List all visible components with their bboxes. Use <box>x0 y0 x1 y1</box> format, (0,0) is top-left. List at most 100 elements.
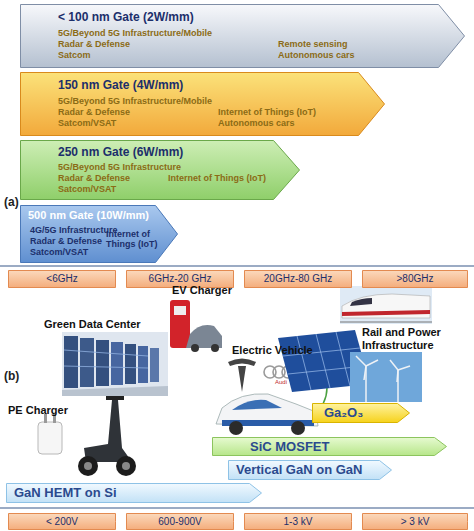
wind-turbine-photo-part <box>356 356 366 366</box>
wind-turbine-photo-part <box>350 352 422 402</box>
figure-label: Rail and Power Infrastructure <box>362 326 457 351</box>
car-photo-part <box>291 421 305 435</box>
ev-charger-photo-part <box>191 344 199 352</box>
scooter-photo-part <box>78 456 98 476</box>
range-box: < 200V <box>8 513 116 530</box>
application-label: Satcom/VSAT <box>58 184 116 194</box>
shape-fill <box>363 271 468 288</box>
scooter-photo-part <box>106 396 124 400</box>
application-label: Remote sensing <box>278 39 348 49</box>
band-heading: < 100 nm Gate (2W/mm) <box>58 11 194 25</box>
data-center-photo-part <box>111 342 123 385</box>
scooter-photo-part <box>84 400 132 462</box>
band-heading: 150 nm Gate (4W/mm) <box>58 79 183 93</box>
car-photo-part <box>216 394 318 426</box>
technology-label: SiC MOSFET <box>250 437 329 456</box>
axis-line <box>0 507 474 509</box>
tesla-logo-part <box>228 359 256 367</box>
shape-fill <box>21 206 178 263</box>
shape-fill <box>21 141 300 200</box>
figure-label: (b) <box>4 370 19 384</box>
technology-bar: Ga₂O₃ <box>312 403 410 423</box>
scooter-photo-part <box>116 456 136 476</box>
data-center-photo-part <box>125 344 136 384</box>
range-label: 20GHz-80 GHz <box>244 270 352 288</box>
wind-turbine-photo-part <box>397 370 399 402</box>
application-label: Autonomous cars <box>218 118 295 128</box>
shape-fill <box>229 461 392 480</box>
range-box: 1-3 kV <box>244 513 352 530</box>
shape-fill <box>363 514 468 530</box>
wind-turbine-photo-part <box>364 366 366 380</box>
range-label: 1-3 kV <box>244 513 352 530</box>
gate-band: 500 nm Gate (10W/mm) 4G/5G Infrastructure… <box>20 205 178 263</box>
shape-fill <box>7 484 262 503</box>
wind-turbine-photo-part <box>398 366 410 370</box>
shape-fill <box>245 271 352 288</box>
train-photo <box>340 286 432 324</box>
application-label: 5G/Beyond 5G Infrastructure/Mobile <box>58 96 212 106</box>
application-label: Satcom <box>58 50 91 60</box>
technology-label: GaN HEMT on Si <box>14 483 117 503</box>
car-photo-part <box>232 400 282 410</box>
range-label: > 3 kV <box>362 513 468 530</box>
application-label: Radar & Defense <box>58 39 130 49</box>
train-photo-part <box>340 322 432 323</box>
range-label: 600-900V <box>126 513 234 530</box>
gate-band: 250 nm Gate (6W/mm)5G/Beyond 5G Infrastr… <box>20 140 300 200</box>
range-label: >80GHz <box>362 270 468 288</box>
gate-band: 150 nm Gate (4W/mm) 5G/Beyond 5G Infrastr… <box>20 72 385 136</box>
figure-label: EV Charger <box>172 284 232 297</box>
data-center-photo-part <box>62 332 168 396</box>
application-label: 5G/Beyond 5G Infrastructure/Mobile <box>58 28 212 38</box>
data-center-photo-part <box>96 340 109 386</box>
figure-label: Audi <box>275 379 287 386</box>
axis-line <box>0 265 474 267</box>
shape-fill <box>9 514 116 530</box>
application-label: Internet of Things (IoT) <box>106 229 166 250</box>
ev-charger-photo <box>170 300 222 352</box>
train-photo-part <box>342 294 430 318</box>
wind-turbine-photo-part <box>390 360 398 370</box>
range-box: >80GHz <box>362 270 468 288</box>
ev-charger-photo-part <box>174 306 186 315</box>
scooter-photo-part <box>84 462 92 470</box>
range-label: < 200V <box>8 513 116 530</box>
technology-bar: Vertical GaN on GaN <box>228 460 392 480</box>
ev-charger-photo-part <box>211 344 219 352</box>
train-photo-part <box>342 310 430 316</box>
application-label: Radar & Defense <box>58 173 130 183</box>
data-center-photo <box>62 332 168 396</box>
technology-label: Ga₂O₃ <box>324 403 363 423</box>
wind-turbine-photo-part <box>397 370 398 382</box>
phone-charger-photo <box>38 414 62 454</box>
application-label: Internet of Things (IoT) <box>218 107 316 117</box>
shape-fill <box>313 404 410 423</box>
application-label: Radar & Defense <box>30 236 102 246</box>
ev-charger-photo-part <box>170 300 190 348</box>
range-box: <6GHz <box>8 270 116 288</box>
wind-turbine-photo <box>350 352 422 402</box>
car-photo-part <box>229 421 243 435</box>
tesla-logo <box>228 359 256 393</box>
application-label: Autonomous cars <box>278 50 355 60</box>
technology-bar: SiC MOSFET <box>212 437 447 456</box>
shape-fill <box>9 271 116 288</box>
application-label: Satcom/VSAT <box>30 247 88 257</box>
figure-label: Electric Vehicle <box>232 344 313 357</box>
application-label: 4G/5G Infrastructure <box>30 225 118 235</box>
data-center-photo-part <box>80 338 94 387</box>
gate-band: < 100 nm Gate (2W/mm) 5G/Beyond 5G Infras… <box>20 4 465 68</box>
technology-bar-outline <box>212 437 447 456</box>
technology-label: Vertical GaN on GaN <box>236 460 362 480</box>
technology-bar: GaN HEMT on Si <box>6 483 262 503</box>
band-heading: 500 nm Gate (10W/mm) <box>28 209 149 222</box>
scooter-photo <box>78 396 136 476</box>
wind-turbine-photo-part <box>366 360 378 366</box>
figure-label: Green Data Center <box>44 318 141 331</box>
scooter-photo-part <box>122 462 130 470</box>
range-label: <6GHz <box>8 270 116 288</box>
phone-charger-photo-part <box>38 422 62 454</box>
application-label: 5G/Beyond 5G Infrastructure <box>58 162 181 172</box>
